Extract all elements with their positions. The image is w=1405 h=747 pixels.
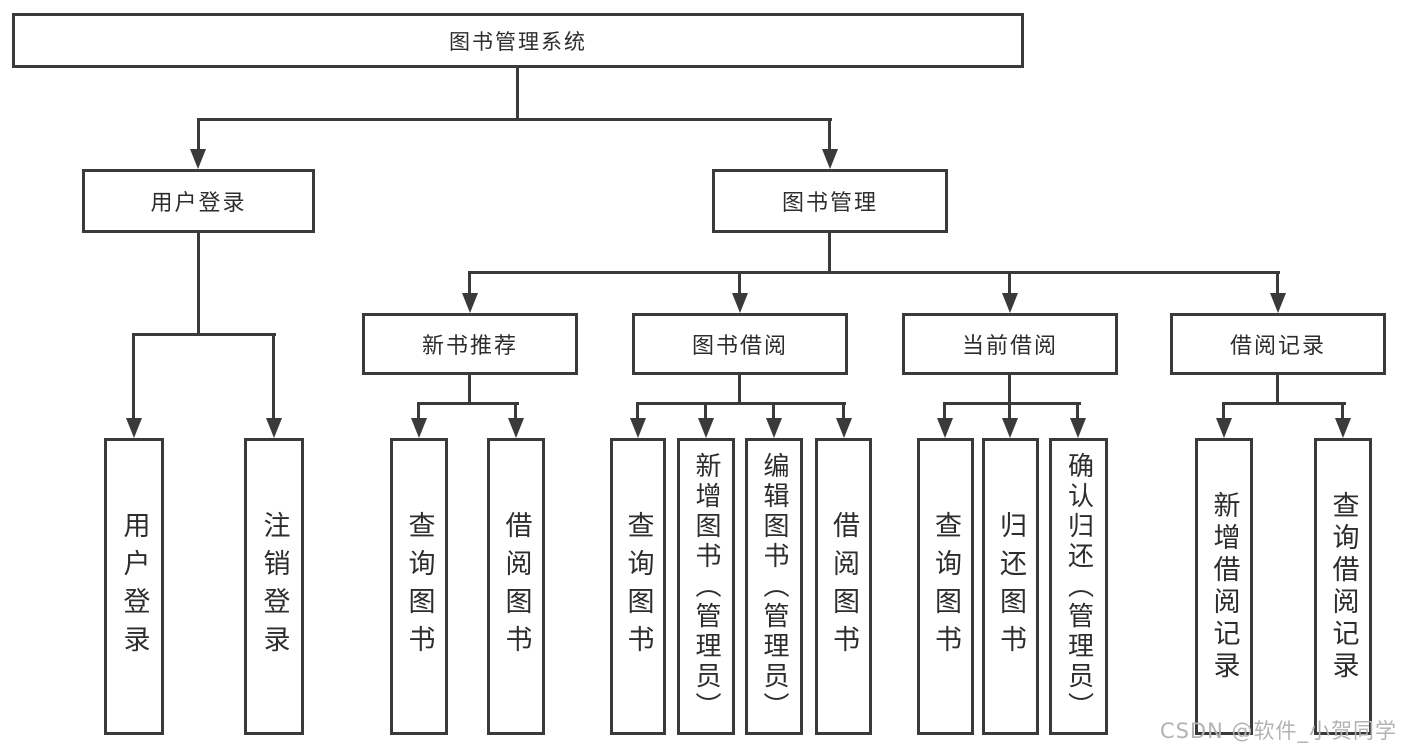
arrow-head (266, 418, 282, 438)
arrow-head (411, 418, 427, 438)
connector-line (828, 233, 831, 274)
connector-line (197, 118, 832, 121)
leaf-label: 查询图书 (403, 510, 435, 663)
connector-line (1222, 402, 1225, 420)
leaf-edit-book-admin: 编辑图书（管理员） (745, 438, 803, 735)
node-book-management: 图书管理 (712, 169, 948, 233)
connector-line (197, 233, 200, 336)
leaf-user-login: 用户登录 (104, 438, 164, 735)
arrow-head (1216, 418, 1232, 438)
node-book-borrow: 图书借阅 (632, 313, 848, 375)
arrow-head (190, 149, 206, 169)
arrow-head (937, 418, 953, 438)
leaf-label: 归还图书 (995, 510, 1026, 663)
connector-line (1008, 402, 1011, 420)
connector-line (738, 271, 741, 295)
node-new-book-recommend: 新书推荐 (362, 313, 578, 375)
node-label: 借阅记录 (1229, 334, 1326, 359)
connector-line (943, 402, 946, 420)
arrow-head (630, 418, 646, 438)
connector-line (772, 402, 775, 420)
leaf-query-book-current: 查询图书 (917, 438, 974, 735)
connector-line (417, 402, 519, 405)
connector-line (197, 118, 200, 151)
connector-line (1008, 271, 1011, 295)
connector-line (132, 333, 135, 418)
leaf-label: 查询图书 (622, 510, 654, 663)
node-current-borrow: 当前借阅 (902, 313, 1118, 375)
arrow-head (1002, 293, 1018, 313)
arrow-head (822, 149, 838, 169)
connector-line (417, 402, 420, 420)
leaf-add-book-admin: 新增图书（管理员） (677, 438, 735, 735)
arrow-head (462, 293, 478, 313)
connector-line (132, 333, 276, 336)
node-label: 用户登录 (150, 191, 247, 216)
leaf-label: 编辑图书（管理员） (759, 451, 789, 722)
arrow-head (1270, 293, 1286, 313)
arrow-head (836, 418, 852, 438)
connector-line (516, 68, 519, 121)
leaf-confirm-return-admin: 确认归还（管理员） (1049, 438, 1108, 735)
connector-line (468, 271, 471, 295)
leaf-query-book-borrow: 查询图书 (610, 438, 666, 735)
leaf-query-book-newbook: 查询图书 (390, 438, 448, 735)
arrow-head (1002, 418, 1018, 438)
connector-line (636, 402, 639, 420)
node-library-system: 图书管理系统 (12, 13, 1024, 68)
connector-line (1276, 375, 1279, 405)
node-label: 当前借阅 (961, 334, 1058, 359)
arrow-head (1335, 418, 1351, 438)
connector-line (1222, 402, 1346, 405)
arrow-head (126, 418, 142, 438)
node-borrow-records: 借阅记录 (1170, 313, 1386, 375)
connector-line (943, 402, 1081, 405)
leaf-borrow-book-newbook: 借阅图书 (487, 438, 545, 735)
node-label: 图书管理系统 (449, 29, 587, 54)
arrow-head (732, 293, 748, 313)
leaf-label: 新增图书（管理员） (691, 451, 721, 722)
connector-line (636, 402, 846, 405)
connector-line (1008, 375, 1011, 405)
leaf-borrow-book: 借阅图书 (815, 438, 872, 735)
arrow-head (508, 418, 524, 438)
leaf-label: 借阅图书 (828, 510, 859, 663)
connector-line (514, 402, 517, 420)
node-label: 图书借阅 (691, 334, 788, 359)
leaf-label: 借阅图书 (500, 510, 532, 663)
watermark: CSDN @软件_小贺同学 (1159, 719, 1397, 743)
leaf-logout: 注销登录 (244, 438, 304, 735)
connector-line (1076, 402, 1079, 420)
node-label: 图书管理 (781, 191, 878, 216)
connector-line (704, 402, 707, 420)
arrow-head (698, 418, 714, 438)
leaf-label: 查询借阅记录 (1327, 490, 1359, 683)
connector-line (1341, 402, 1344, 420)
node-label: 新书推荐 (421, 334, 518, 359)
connector-line (1276, 271, 1279, 295)
leaf-label: 注销登录 (258, 510, 290, 663)
connector-line (468, 375, 471, 405)
connector-line (738, 375, 741, 405)
node-user-login: 用户登录 (82, 169, 315, 233)
leaf-return-book: 归还图书 (982, 438, 1039, 735)
leaf-label: 新增借阅记录 (1208, 490, 1240, 683)
leaf-query-borrow-record: 查询借阅记录 (1314, 438, 1372, 735)
leaf-label: 确认归还（管理员） (1063, 451, 1094, 722)
arrow-head (766, 418, 782, 438)
leaf-add-borrow-record: 新增借阅记录 (1195, 438, 1253, 735)
connector-line (468, 271, 1280, 274)
leaf-label: 查询图书 (930, 510, 961, 663)
leaf-label: 用户登录 (118, 510, 150, 663)
connector-line (828, 118, 831, 151)
connector-line (272, 333, 275, 418)
connector-line (842, 402, 845, 420)
arrow-head (1070, 418, 1086, 438)
